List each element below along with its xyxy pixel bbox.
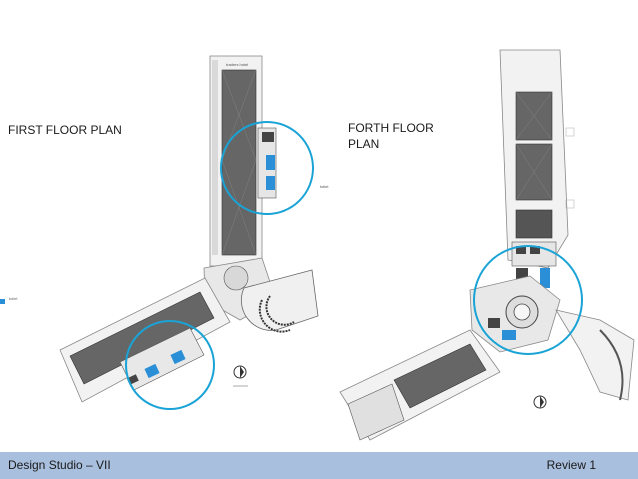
- legend-toilet-swatch: [0, 299, 5, 304]
- forth-floor-toilet-highlight: [473, 245, 583, 355]
- legend-toilet-text: toilet: [9, 296, 18, 301]
- footer-course-title: Design Studio – VII: [8, 458, 111, 472]
- forth-floor-label: FORTH FLOOR PLAN: [348, 121, 434, 151]
- footer-bar: Design Studio – VII Review 1: [0, 452, 638, 479]
- north-arrow-icon: [533, 395, 547, 409]
- first-floor-diagonal-wing: [59, 277, 231, 403]
- first-floor-upper-toilet-highlight: [220, 121, 314, 215]
- north-arrow-icon: [233, 365, 248, 387]
- footer-review-label: Review 1: [546, 458, 596, 472]
- hotel-sign: traders hotel: [226, 62, 248, 67]
- toilet-tag: toilet: [320, 184, 329, 189]
- forth-floor-plan: [339, 49, 635, 441]
- first-floor-label: FIRST FLOOR PLAN: [8, 123, 122, 137]
- first-floor-lower-toilet-highlight: [125, 320, 215, 410]
- first-floor-vertical-wing: [209, 55, 277, 267]
